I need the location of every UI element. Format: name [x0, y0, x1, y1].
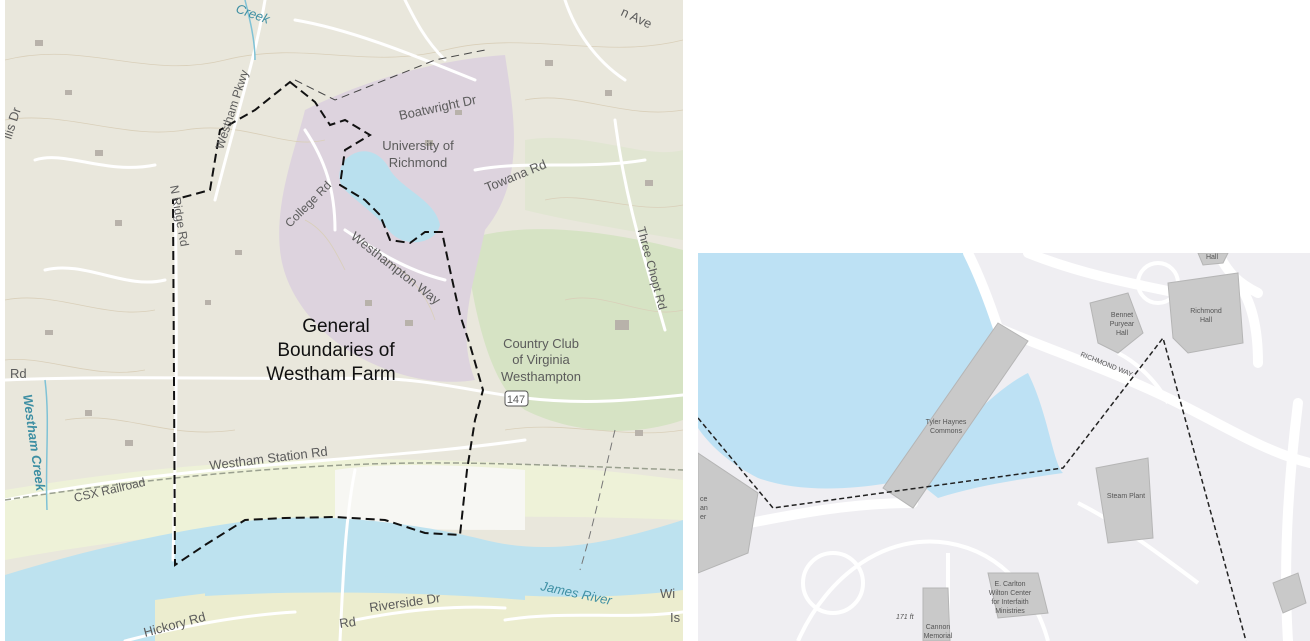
hall-top-label: Hall	[1206, 254, 1219, 261]
rd-bottom-label: Rd	[338, 614, 357, 631]
tyler-haynes-label-line1: Tyler Haynes	[926, 419, 967, 426]
cannon-label-line1: Cannon	[926, 624, 951, 631]
route-shield	[504, 390, 529, 407]
country-club-line3: Westhampton	[501, 369, 581, 384]
westham-farm-boundary	[171, 80, 485, 567]
richmond-hall-label-line1: Richmond	[1190, 308, 1222, 315]
general-boundaries-line2: Boundaries of	[277, 340, 395, 361]
bennet-puryear-hall-building	[1089, 292, 1144, 354]
steam-plant-building	[1095, 457, 1154, 544]
university-label-line1: University of	[382, 138, 454, 153]
campus-boundary	[294, 49, 486, 101]
creek-top	[244, 0, 256, 61]
cannon-memorial-building	[922, 587, 951, 641]
tyler-haynes-label-line2: Commons	[930, 428, 962, 435]
carlton-label-line2: Wilton Center	[989, 590, 1032, 597]
steam-plant-label: Steam Plant	[1107, 493, 1145, 500]
county-line	[579, 429, 616, 571]
rd-left-label: Rd	[10, 366, 27, 381]
wi-label: Wi	[660, 586, 675, 601]
richmond-hall-label-line2: Hall	[1200, 317, 1213, 324]
small-building	[1272, 572, 1307, 614]
wilton-center-building	[987, 572, 1049, 619]
carlton-label-line4: Ministries	[995, 608, 1025, 615]
detail-map-canvas: Hall Bennet Puryear Hall Richmond Hall R…	[698, 253, 1310, 641]
south-bank	[155, 584, 683, 641]
westhampton-lake	[339, 151, 440, 243]
general-boundaries-line3: Westham Farm	[266, 364, 396, 385]
carlton-label-line3: for Interfaith	[991, 599, 1028, 606]
elevation-label: 171 ft	[896, 614, 915, 621]
lake-detail	[698, 253, 998, 489]
bennet-label-line3: Hall	[1116, 330, 1129, 337]
river-channel	[205, 575, 525, 600]
boundary-detail	[698, 336, 1247, 641]
westham-farm-topo-map[interactable]: 147 Creek n Ave llis Dr Westham Pkwy Boa…	[5, 0, 683, 641]
left-building-label-line2: an	[700, 505, 708, 512]
left-building-label-line1: ce	[700, 496, 708, 503]
country-club-green	[465, 229, 683, 431]
carlton-label-line1: E. Carlton	[994, 581, 1025, 588]
building-footprints	[35, 40, 653, 446]
country-club-line2: of Virginia	[512, 352, 570, 367]
wooded-area	[525, 137, 683, 240]
route-number: 147	[507, 394, 525, 406]
tyler-haynes-commons-building	[882, 322, 1029, 509]
country-club-line1: Country Club	[503, 336, 579, 351]
university-label-line2: Richmond	[389, 155, 448, 170]
cleared-area	[335, 465, 525, 530]
is-label: Is	[670, 610, 681, 625]
richmond-hall-building	[1167, 272, 1244, 354]
lake-inlet	[913, 373, 1063, 498]
left-building-label-line3: er	[700, 514, 707, 521]
cannon-label-line2: Memorial	[924, 633, 953, 640]
topo-map-canvas: 147 Creek n Ave llis Dr Westham Pkwy Boa…	[5, 0, 683, 641]
general-boundaries-line1: General	[302, 316, 370, 337]
road-network	[5, 0, 683, 641]
railroad	[5, 462, 683, 501]
bennet-label-line1: Bennet	[1111, 312, 1133, 319]
left-building	[698, 452, 759, 574]
campus-detail-map[interactable]: Hall Bennet Puryear Hall Richmond Hall R…	[698, 253, 1310, 641]
hall-top-building	[1197, 253, 1229, 266]
westham-creek	[44, 379, 49, 511]
contour-lines	[5, 39, 683, 434]
bennet-label-line2: Puryear	[1110, 321, 1135, 328]
